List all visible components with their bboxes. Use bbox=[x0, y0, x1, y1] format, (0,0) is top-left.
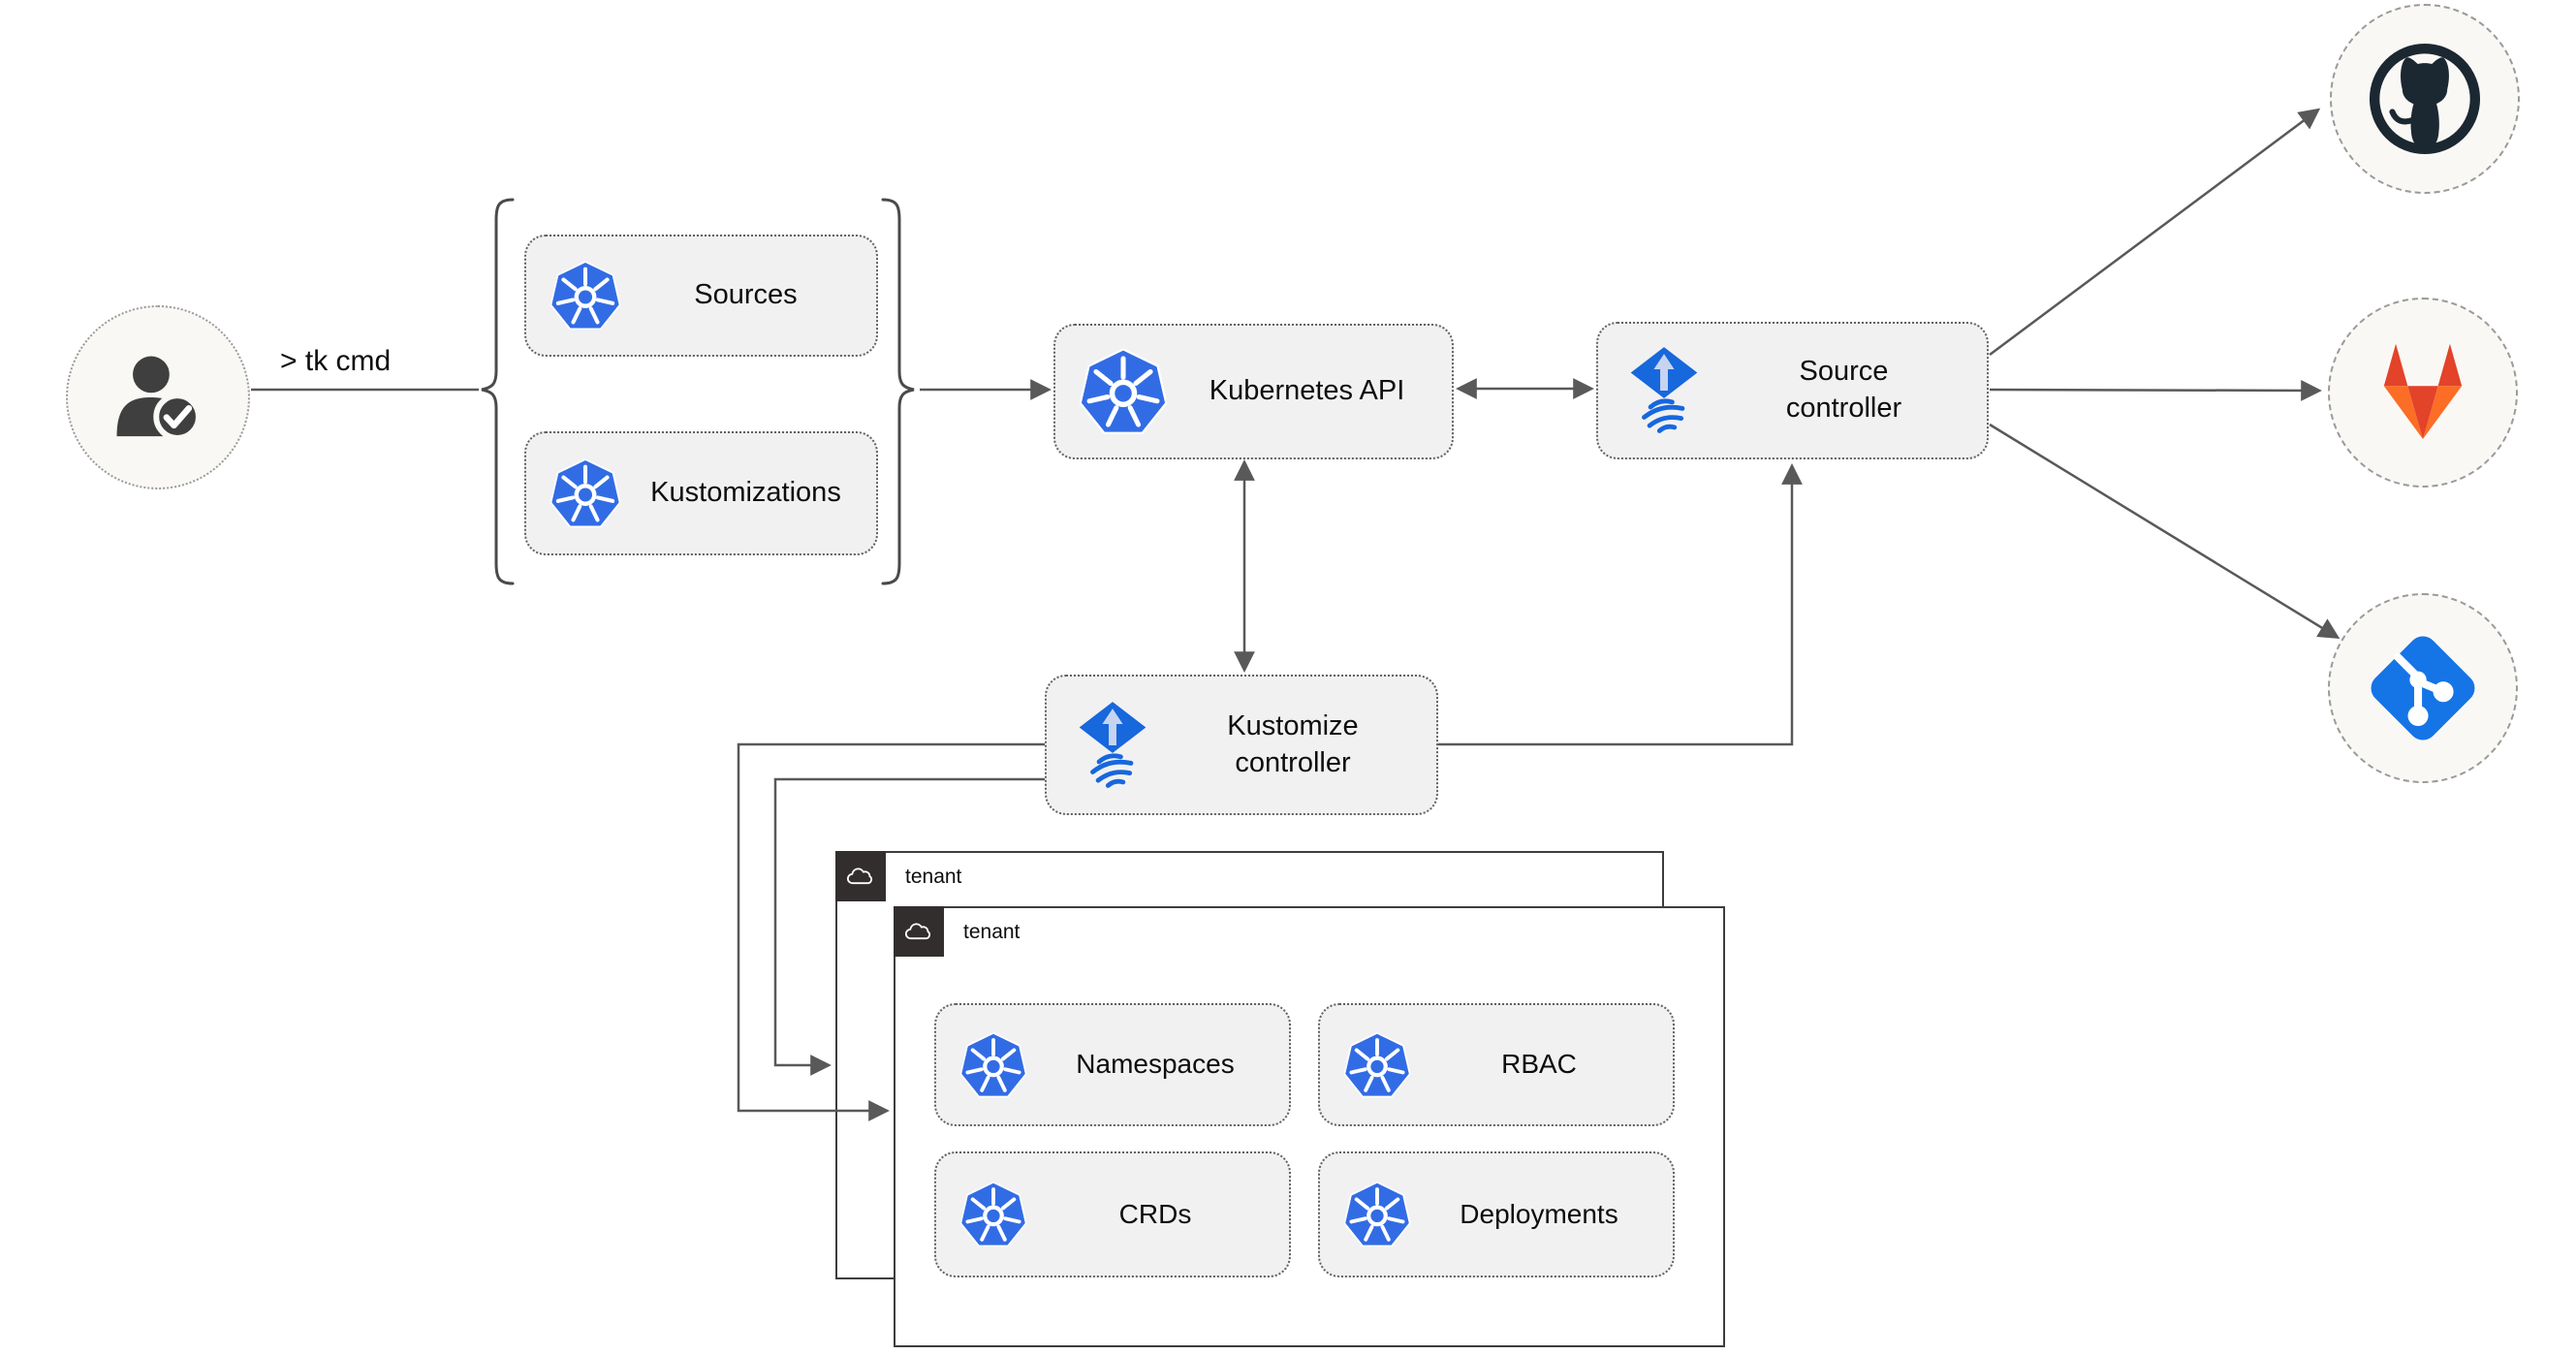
kubernetes-icon bbox=[959, 1031, 1027, 1099]
edge-source-controller-to-github bbox=[1989, 108, 2321, 357]
node-kustomize-controller: Kustomize controller bbox=[1045, 675, 1438, 815]
tenant-front-header-tab bbox=[894, 906, 944, 957]
node-source-controller-label: Source controller bbox=[1785, 356, 1902, 424]
node-namespaces: Namespaces bbox=[934, 1003, 1291, 1126]
cli-command-label: > tk cmd bbox=[280, 345, 392, 377]
edge-kustomize-to-source-controller bbox=[1438, 463, 1803, 746]
tenant-back-label: tenant bbox=[905, 866, 962, 888]
kubernetes-icon bbox=[550, 457, 621, 529]
node-crds: CRDs bbox=[934, 1151, 1291, 1277]
kubernetes-icon bbox=[959, 1181, 1027, 1248]
tenant-front-label: tenant bbox=[963, 921, 1021, 943]
kubernetes-icon bbox=[1079, 347, 1168, 436]
node-kustomize-controller-label: Kustomize controller bbox=[1227, 709, 1359, 778]
user-circle bbox=[66, 305, 250, 489]
node-deployments-label: Deployments bbox=[1460, 1198, 1618, 1229]
node-rbac-label: RBAC bbox=[1501, 1049, 1577, 1080]
git-icon bbox=[2363, 628, 2483, 748]
node-crds-label: CRDs bbox=[1118, 1198, 1192, 1229]
node-source-controller: Source controller bbox=[1596, 322, 1989, 459]
node-rbac: RBAC bbox=[1318, 1003, 1675, 1126]
node-sources-label: Sources bbox=[694, 279, 798, 311]
tenant-box-front bbox=[894, 906, 1725, 1347]
user-check-icon bbox=[101, 340, 215, 455]
node-sources: Sources bbox=[524, 235, 878, 357]
edge-source-controller-to-git bbox=[1989, 423, 2340, 640]
node-kustomizations: Kustomizations bbox=[524, 431, 878, 555]
node-namespaces-label: Namespaces bbox=[1076, 1049, 1235, 1080]
github-icon bbox=[2366, 40, 2484, 158]
gitlab-icon bbox=[2358, 338, 2488, 447]
kubernetes-icon bbox=[1343, 1181, 1411, 1248]
node-deployments: Deployments bbox=[1318, 1151, 1675, 1277]
remote-github-circle bbox=[2330, 4, 2520, 194]
kubernetes-icon bbox=[550, 260, 621, 331]
kubernetes-icon bbox=[1343, 1031, 1411, 1099]
tenant-back-header-tab bbox=[835, 851, 886, 901]
edge-source-controller-to-gitlab bbox=[1989, 380, 2322, 401]
remote-git-circle bbox=[2328, 593, 2518, 783]
remote-gitlab-circle bbox=[2328, 298, 2518, 488]
cloud-icon bbox=[901, 919, 936, 944]
node-kubernetes-api: Kubernetes API bbox=[1053, 324, 1454, 459]
flux-icon bbox=[1621, 346, 1707, 435]
node-kustomizations-label: Kustomizations bbox=[650, 477, 841, 509]
flux-icon bbox=[1070, 701, 1155, 790]
cloud-icon bbox=[843, 864, 878, 889]
node-kubernetes-api-label: Kubernetes API bbox=[1209, 375, 1405, 407]
